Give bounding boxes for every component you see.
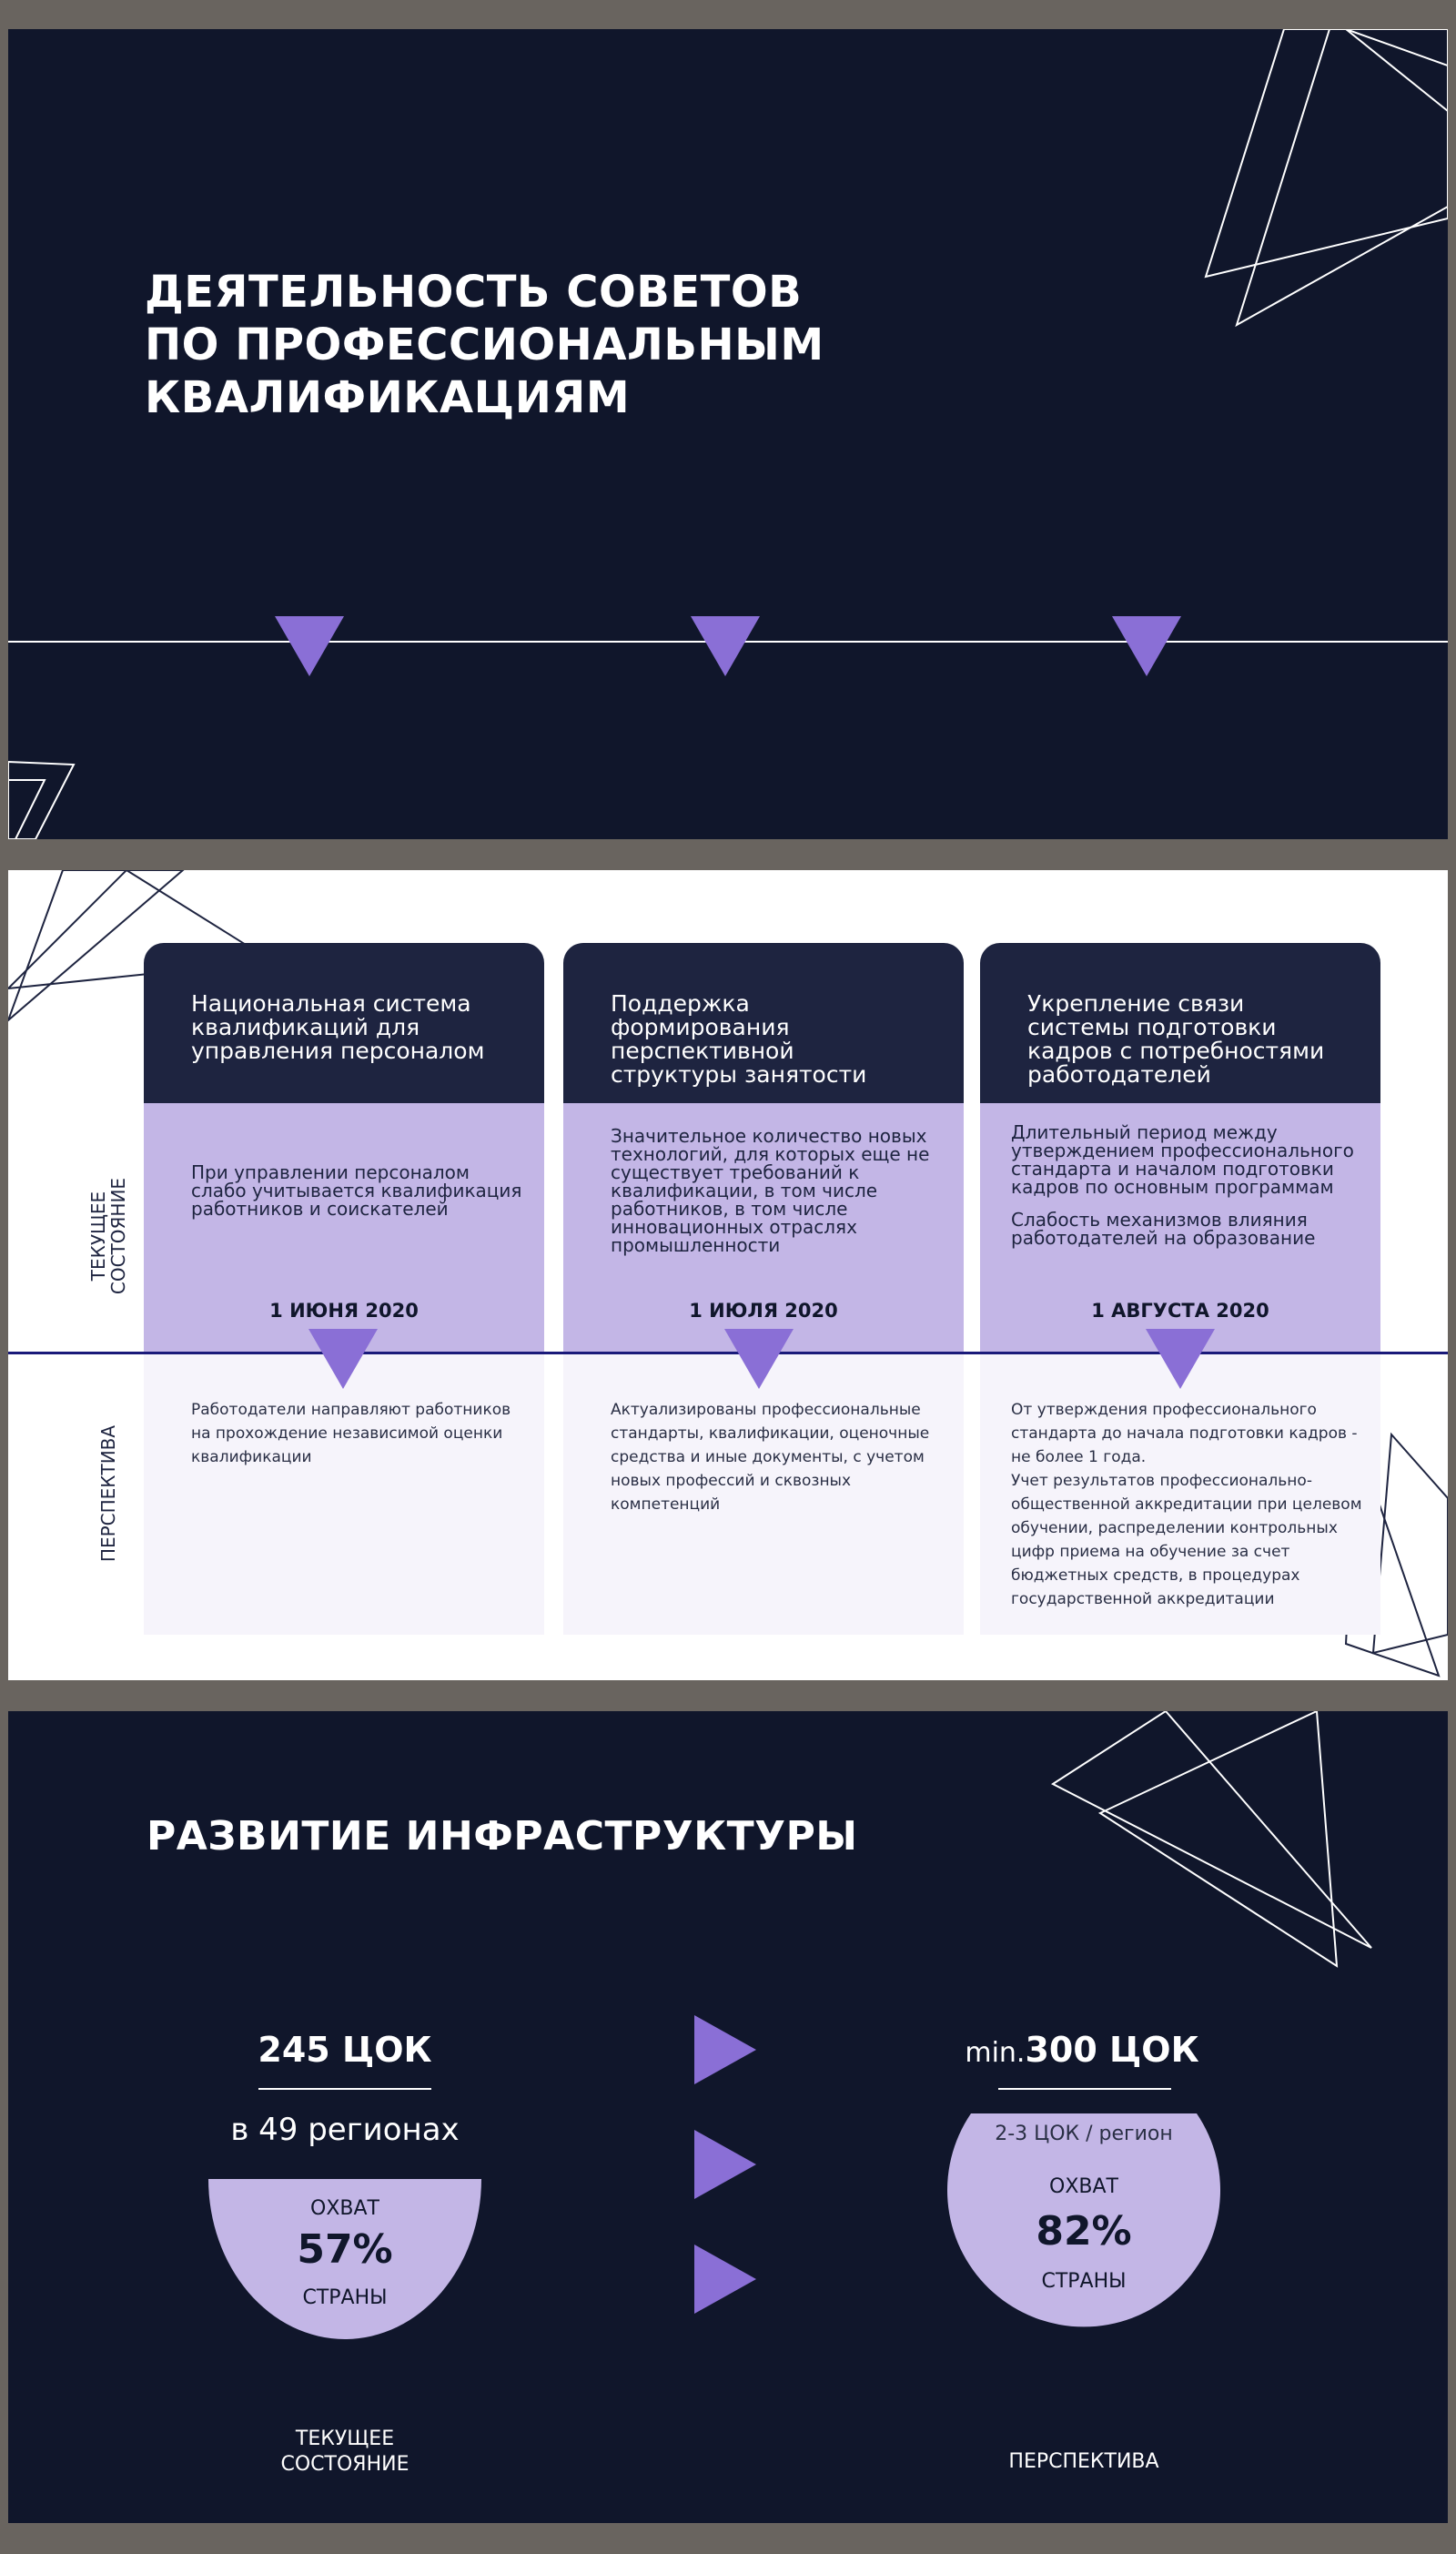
coverage-circle: [947, 2113, 1220, 2327]
column-date: 1 ИЮНЯ 2020: [269, 1300, 419, 1322]
perspective-paragraph: Учет результатов профессионально-обществ…: [1011, 1472, 1362, 1608]
coverage-suffix: СТРАНЫ: [302, 2286, 388, 2309]
slide-title: ДЕЯТЕЛЬНОСТЬ СОВЕТОВ ПО ПРОФЕССИОНАЛЬНЫМ…: [8, 29, 1448, 839]
title-line-2: ПО ПРОФЕССИОНАЛЬНЫМ: [145, 319, 824, 370]
coverage-suffix: СТРАНЫ: [1041, 2270, 1127, 2293]
coverage-value: 57%: [297, 2226, 393, 2273]
current-paragraph: Значительное количество новых технологий…: [611, 1125, 930, 1256]
triangle-right-icon: [694, 2130, 756, 2199]
coverage-label: ОХВАТ: [310, 2197, 379, 2220]
perspective-text: Работодатели направляют работников на пр…: [191, 1398, 531, 1469]
perspective-paragraph: Актуализированы профессиональные стандар…: [611, 1401, 930, 1514]
current-paragraph: Слабость механизмов влияния работодателе…: [1011, 1209, 1316, 1249]
triangle-down-icon: [308, 1329, 378, 1389]
triangle-down-icon: [275, 616, 344, 676]
timeline-line: [8, 1352, 1448, 1354]
timeline-column-1: Национальная система квалификаций для уп…: [144, 943, 544, 1635]
coverage-value: 82%: [1036, 2208, 1132, 2255]
triangle-right-icon: [694, 2245, 756, 2314]
coverage-half-circle: [208, 2179, 481, 2339]
perspective-count: min.300 ЦОК: [927, 2030, 1237, 2070]
column-perspective: От утверждения профессионального стандар…: [980, 1354, 1380, 1635]
column-current-state: Значительное количество новых технологий…: [563, 1103, 964, 1354]
triangle-right-icon: [694, 2015, 756, 2084]
column-perspective: Актуализированы профессиональные стандар…: [563, 1354, 964, 1635]
perspective-text: От утверждения профессионального стандар…: [1011, 1398, 1368, 1611]
min-prefix: min.: [965, 2037, 1026, 2069]
label-current-state: ТЕКУЩЕЕ СОСТОЯНИЕ: [87, 1163, 129, 1309]
current-paragraph: Длительный период между утверждением про…: [1011, 1121, 1354, 1198]
column-date: 1 АВГУСТА 2020: [1091, 1300, 1269, 1322]
per-region-text: 2-3 ЦОК / регион: [995, 2123, 1173, 2145]
perspective-paragraph: От утверждения профессионального стандар…: [1011, 1401, 1358, 1466]
current-paragraph: При управлении персоналом слабо учитывае…: [191, 1161, 522, 1220]
column-current-state: При управлении персоналом слабо учитывае…: [144, 1103, 544, 1354]
current-count: 245 ЦОК: [258, 2030, 432, 2070]
caption-line-1: ТЕКУЩЕЕ: [295, 2427, 395, 2450]
slide-infrastructure: РАЗВИТИЕ ИНФРАСТРУКТУРЫ 245 ЦОК в 49 рег…: [8, 1711, 1448, 2523]
timeline-column-2: Поддержка формирования перспективной стр…: [563, 943, 964, 1635]
triangle-down-icon: [1146, 1329, 1215, 1389]
slide-timeline: ТЕКУЩЕЕ СОСТОЯНИЕ ПЕРСПЕКТИВА Национальн…: [8, 870, 1448, 1680]
caption-perspective: ПЕРСПЕКТИВА: [1008, 2450, 1159, 2473]
coverage-label: ОХВАТ: [1049, 2175, 1118, 2198]
perspective-text: Актуализированы профессиональные стандар…: [611, 1398, 951, 1516]
column-current-state: Длительный период между утверждением про…: [980, 1103, 1380, 1354]
current-text: Длительный период между утверждением про…: [1011, 1123, 1359, 1262]
triangle-down-icon: [691, 616, 760, 676]
underline: [998, 2088, 1171, 2090]
label-perspective: ПЕРСПЕКТИВА: [97, 1424, 119, 1563]
label-current-line-1: ТЕКУЩЕЕ: [87, 1191, 109, 1282]
column-title: Поддержка формирования перспективной стр…: [563, 943, 964, 1103]
column-perspective: Работодатели направляют работников на пр…: [144, 1354, 544, 1635]
regions-text: в 49 регионах: [230, 2112, 460, 2148]
timeline-column-3: Укрепление связи системы подготовки кадр…: [980, 943, 1380, 1635]
title-line-1: ДЕЯТЕЛЬНОСТЬ СОВЕТОВ: [145, 267, 803, 318]
page-title: ДЕЯТЕЛЬНОСТЬ СОВЕТОВ ПО ПРОФЕССИОНАЛЬНЫМ…: [145, 266, 824, 424]
label-current-line-2: СОСТОЯНИЕ: [107, 1177, 129, 1295]
underline: [258, 2088, 431, 2090]
triangle-down-icon: [724, 1329, 794, 1389]
triangle-down-icon: [1112, 616, 1181, 676]
caption-line-2: СОСТОЯНИЕ: [280, 2453, 410, 2476]
decorative-triangles: [1051, 1711, 1372, 1968]
column-title: Укрепление связи системы подготовки кадр…: [980, 943, 1380, 1103]
perspective-paragraph: Работодатели направляют работников на пр…: [191, 1401, 511, 1466]
current-text: При управлении персоналом слабо учитывае…: [191, 1163, 522, 1232]
section-title: РАЗВИТИЕ ИНФРАСТРУКТУРЫ: [147, 1813, 858, 1860]
column-date: 1 ИЮЛЯ 2020: [689, 1300, 838, 1322]
current-text: Значительное количество новых технологий…: [611, 1127, 942, 1269]
column-title: Национальная система квалификаций для уп…: [144, 943, 544, 1103]
perspective-count-value: 300 ЦОК: [1025, 2030, 1199, 2070]
decorative-triangles: [8, 29, 1448, 839]
caption-current-state: ТЕКУЩЕЕ СОСТОЯНИЕ: [208, 2427, 481, 2478]
title-line-3: КВАЛИФИКАЦИЯМ: [145, 372, 631, 423]
